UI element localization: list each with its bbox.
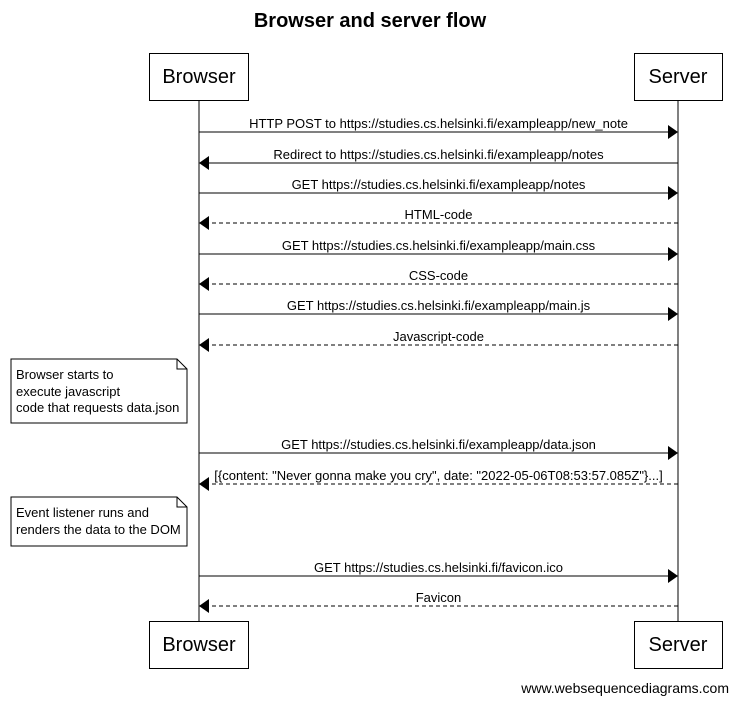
participant-browser-bottom: Browser — [149, 621, 249, 669]
participant-server-top: Server — [633, 53, 723, 101]
message-label-6: CSS-code — [408, 268, 469, 283]
note-text-1: Browser starts to execute javascript cod… — [16, 367, 180, 415]
message-label-12: Favicon — [415, 590, 462, 605]
arrowhead-3 — [668, 186, 678, 200]
message-label-5: GET https://studies.cs.helsinki.fi/examp… — [281, 238, 596, 253]
arrowhead-10 — [199, 477, 209, 491]
message-label-3: GET https://studies.cs.helsinki.fi/examp… — [291, 177, 586, 192]
note-text-2: Event listener runs and renders the data… — [16, 505, 181, 537]
note-box-2 — [10, 496, 188, 547]
arrowhead-4 — [199, 216, 209, 230]
message-label-8: Javascript-code — [392, 329, 485, 344]
note-box-1 — [10, 358, 188, 424]
message-label-4: HTML-code — [404, 207, 473, 222]
arrowhead-7 — [668, 307, 678, 321]
arrowhead-6 — [199, 277, 209, 291]
arrowhead-12 — [199, 599, 209, 613]
message-label-2: Redirect to https://studies.cs.helsinki.… — [273, 147, 604, 162]
message-label-10: [{content: "Never gonna make you cry", d… — [214, 468, 663, 483]
note-fold-2 — [176, 497, 187, 508]
message-label-9: GET https://studies.cs.helsinki.fi/examp… — [281, 437, 596, 452]
arrowhead-1 — [668, 125, 678, 139]
message-label-1: HTTP POST to https://studies.cs.helsinki… — [249, 116, 628, 131]
arrowhead-11 — [668, 569, 678, 583]
arrowhead-2 — [199, 156, 209, 170]
arrowhead-9 — [668, 446, 678, 460]
arrowhead-8 — [199, 338, 209, 352]
message-label-11: GET https://studies.cs.helsinki.fi/favic… — [313, 560, 564, 575]
diagram-title: Browser and server flow — [253, 10, 487, 32]
message-label-7: GET https://studies.cs.helsinki.fi/examp… — [286, 298, 591, 313]
footer-credit: www.websequencediagrams.com — [521, 680, 729, 696]
note-fold-1 — [176, 359, 187, 370]
arrowhead-5 — [668, 247, 678, 261]
participant-server-bottom: Server — [633, 621, 723, 669]
participant-browser-top: Browser — [149, 53, 249, 101]
